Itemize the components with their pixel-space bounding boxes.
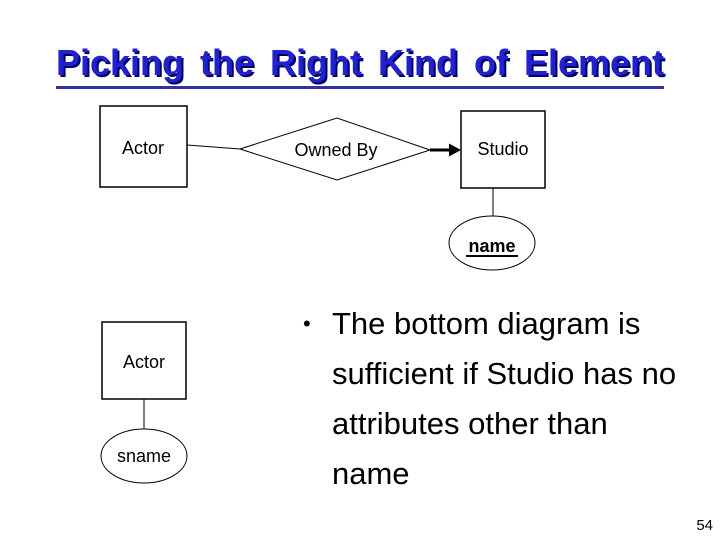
bullet-text: The bottom diagram is sufficient if Stud… (332, 299, 703, 499)
attribute-name-label: name (468, 236, 515, 256)
bullet-line-1: The bottom diagram is (332, 306, 641, 341)
er-diagram-bottom: Actor sname (100, 321, 188, 484)
bullet-list: • The bottom diagram is sufficient if St… (303, 299, 703, 499)
bullet-line-4: name (332, 456, 410, 491)
entity-studio (460, 110, 546, 189)
entity-actor-bottom-label: Actor (123, 352, 165, 372)
entity-actor-top-label: Actor (122, 138, 164, 158)
entity-actor-top (99, 105, 188, 188)
entity-studio-label: Studio (477, 139, 528, 159)
slide-title-text: Picking the Right Kind of Element (55, 42, 665, 89)
relationship-owned-by-label: Owned By (294, 140, 377, 160)
bullet-line-3: attributes other than (332, 406, 608, 441)
arrow-head-icon (449, 143, 461, 157)
er-diagram-top: Actor Owned By Studio name (99, 105, 546, 271)
attribute-sname-label: sname (117, 446, 171, 466)
attribute-sname-ellipse (100, 428, 188, 484)
entity-actor-bottom (101, 321, 187, 400)
connector-actor-ownedby (186, 144, 241, 150)
bullet-marker: • (303, 311, 311, 336)
page-number: 54 (696, 517, 713, 534)
slide-title: Picking the Right Kind of Element (0, 42, 720, 89)
bullet-line-2: sufficient if Studio has no (332, 356, 677, 391)
